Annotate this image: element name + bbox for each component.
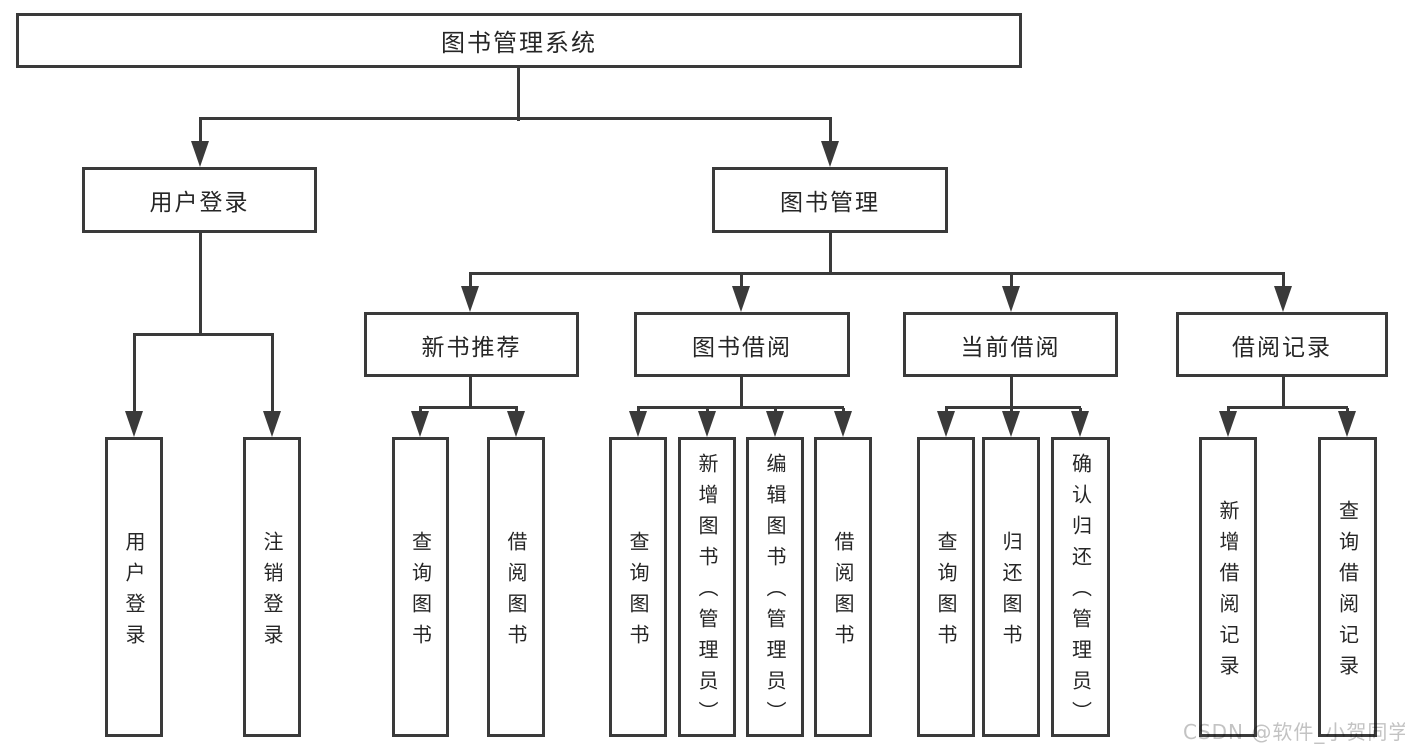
connector-line [945,406,1081,409]
connector-line [1010,375,1013,409]
arrow-down-icon [411,411,429,437]
leaf-borrow-books: 借阅图书 [487,437,545,737]
arrow-down-icon [263,411,281,437]
connector-line [829,232,832,275]
leaf-label: 查询借阅记录 [1335,499,1360,686]
arrow-down-icon [629,411,647,437]
node-borrowing-records: 借阅记录 [1176,312,1388,377]
arrow-down-icon [1274,286,1292,312]
connector-line [133,335,136,411]
leaf-add-books-admin: 新增图书（管理员） [678,437,736,737]
arrow-down-icon [821,141,839,167]
arrow-down-icon [1338,411,1356,437]
arrow-down-icon [1002,411,1020,437]
leaf-edit-books-admin: 编辑图书（管理员） [746,437,804,737]
connector-line [740,274,743,288]
node-label: 图书管理 [780,190,880,216]
connector-line [829,119,832,146]
arrow-down-icon [937,411,955,437]
leaf-query-books: 查询图书 [392,437,449,737]
leaf-add-borrow-record: 新增借阅记录 [1199,437,1257,737]
connector-line [1010,274,1013,288]
connector-line [1282,274,1285,288]
leaf-label: 编辑图书（管理员） [763,453,787,732]
connector-line [1227,406,1348,409]
node-label: 图书管理系统 [441,29,597,57]
arrow-down-icon [191,141,209,167]
leaf-label: 查询图书 [408,530,433,655]
leaf-logout: 注销登录 [243,437,301,737]
connector-line [469,272,1285,275]
node-user-login: 用户登录 [82,167,317,233]
leaf-query-borrow-record: 查询借阅记录 [1318,437,1377,737]
leaf-borrow-books: 借阅图书 [814,437,872,737]
leaf-label: 借阅图书 [504,530,528,655]
node-label: 用户登录 [149,190,250,216]
arrow-down-icon [125,411,143,437]
node-current-borrowing: 当前借阅 [903,312,1118,377]
node-label: 新书推荐 [421,334,522,361]
connector-line [1282,375,1285,409]
node-new-book-recommendation: 新书推荐 [364,312,579,377]
node-library-management-system: 图书管理系统 [16,13,1022,68]
leaf-return-books: 归还图书 [982,437,1040,737]
node-label: 当前借阅 [960,334,1061,361]
arrow-down-icon [834,411,852,437]
leaf-label: 用户登录 [122,530,146,655]
arrow-down-icon [461,286,479,312]
connector-line [419,406,518,409]
leaf-label: 新增借阅记录 [1216,499,1240,686]
node-label: 图书借阅 [692,334,792,361]
leaf-query-books: 查询图书 [609,437,667,737]
connector-line [740,375,743,409]
arrow-down-icon [1071,411,1089,437]
connector-line [271,335,274,411]
connector-line [199,232,202,336]
node-book-borrowing: 图书借阅 [634,312,850,377]
leaf-confirm-return-admin: 确认归还（管理员） [1051,437,1110,737]
leaf-label: 借阅图书 [831,530,855,655]
leaf-label: 确认归还（管理员） [1068,453,1093,732]
connector-line [637,406,844,409]
connector-line [469,274,472,288]
watermark: CSDN @软件_小贺同学 [1183,720,1405,744]
arrow-down-icon [1002,286,1020,312]
arrow-down-icon [1219,411,1237,437]
leaf-label: 查询图书 [626,530,650,655]
leaf-label: 注销登录 [260,530,284,655]
connector-line [199,119,202,146]
arrow-down-icon [766,411,784,437]
connector-line [133,333,274,336]
node-book-management: 图书管理 [712,167,948,233]
connector-line [469,375,472,409]
leaf-query-books: 查询图书 [917,437,975,737]
leaf-label: 查询图书 [934,530,958,655]
node-label: 借阅记录 [1232,334,1332,361]
connector-line [199,117,832,120]
leaf-label: 新增图书（管理员） [695,453,719,732]
leaf-label: 归还图书 [999,530,1023,655]
arrow-down-icon [507,411,525,437]
connector-line [517,68,520,121]
arrow-down-icon [732,286,750,312]
arrow-down-icon [698,411,716,437]
leaf-user-login: 用户登录 [105,437,163,737]
